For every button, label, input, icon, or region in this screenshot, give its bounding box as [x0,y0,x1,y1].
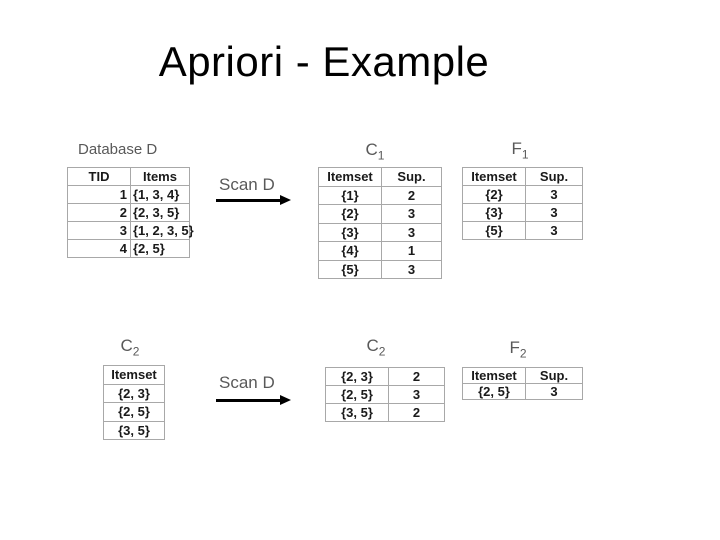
c1-label: C1 [345,140,405,162]
table-cell: 2 [381,185,442,205]
f1-label: F1 [490,139,550,161]
table-cell: {2} [462,185,526,204]
f2-label-subscript: 2 [519,346,527,361]
slide-title: Apriori - Example [158,38,490,85]
table-cell: 2 [67,203,131,222]
table-cell: 2 [388,367,445,386]
table-cell: {5} [318,259,382,279]
table-cell: 1 [67,185,131,204]
table-cell: 3 [525,185,583,204]
table-row: 1{1, 3, 4} [67,185,190,204]
table-row: {2, 3}2 [325,367,445,386]
c2-candidates-label-subscript: 2 [132,344,140,359]
c2-support-label: C2 [346,336,406,358]
scan-d-label-bottom: Scan D [219,373,275,392]
table-row: {2, 5}3 [325,385,445,404]
table-cell: 3 [388,385,445,404]
f2-label-base: F [509,338,520,357]
c1-label-base: C [365,140,378,159]
table-cell: 3 [381,204,442,224]
column-header: Itemset [462,367,526,384]
table-cell: {2, 5} [130,239,190,258]
table-cell: {2, 3} [103,383,165,403]
table-row: {2}3 [318,204,442,224]
table-row: {3}3 [318,222,442,242]
table-cell: {5} [462,221,526,240]
table-cell: 3 [525,221,583,240]
table-cell: 3 [67,221,131,240]
column-header: TID [67,167,131,186]
table-row: 4{2, 5} [67,239,190,258]
f1-label-subscript: 1 [521,147,529,162]
table-row: {2, 5}3 [462,383,583,400]
table-row: {2, 5} [103,402,165,422]
table-cell: 3 [381,222,442,242]
header-row: Itemset [103,365,165,385]
column-header: Sup. [525,167,583,186]
c2-support-label-subscript: 2 [378,344,386,359]
c2-candidates-label-base: C [120,336,133,355]
table-cell: 3 [525,383,583,400]
table-cell: 3 [381,259,442,279]
c2-support-label-base: C [366,336,379,355]
arrow-shaft [216,399,282,402]
table-cell: {3} [318,222,382,242]
table-row: 2{2, 3, 5} [67,203,190,222]
table-row: {3, 5}2 [325,403,445,422]
table-cell: {2, 5} [325,385,389,404]
c2-candidates-table: Itemset{2, 3}{2, 5}{3, 5} [103,365,165,440]
table-cell: {3, 5} [103,420,165,440]
database-d-label: Database D [78,141,158,158]
column-header: Itemset [103,365,165,385]
f1-label-base: F [511,139,522,158]
table-row: {4}1 [318,241,442,261]
arrow-head [280,395,291,405]
table-cell: 2 [388,403,445,422]
c2-support-table: {2, 3}2{2, 5}3{3, 5}2 [325,367,445,422]
table-row: {3, 5} [103,420,165,440]
column-header: Itemset [462,167,526,186]
scan-arrow-bottom-icon [216,395,291,405]
table-row: 3{1, 2, 3, 5} [67,221,194,240]
table-cell: {1, 3, 4} [130,185,190,204]
table-row: {5}3 [318,259,442,279]
column-header: Sup. [525,367,583,384]
table-row: {2, 3} [103,383,165,403]
arrow-shaft [216,199,282,202]
column-header: Items [130,167,190,186]
table-cell: {1, 2, 3, 5} [130,221,194,240]
column-header: Itemset [318,167,382,187]
table-row: {1}2 [318,185,442,205]
scan-d-label-top: Scan D [219,175,275,194]
table-cell: {2, 5} [462,383,526,400]
scan-arrow-top-icon [216,195,291,205]
arrow-head [280,195,291,205]
table-cell: {3} [462,203,526,222]
table-cell: {2} [318,204,382,224]
table-row: {5}3 [462,221,583,240]
c2-candidates-label: C2 [100,336,160,358]
table-row: {3}3 [462,203,583,222]
column-header: Sup. [381,167,442,187]
c1-label-subscript: 1 [377,148,385,163]
table-row: {2}3 [462,185,583,204]
table-cell: {2, 3, 5} [130,203,190,222]
table-cell: 4 [67,239,131,258]
table-cell: {2, 3} [325,367,389,386]
table-cell: {2, 5} [103,402,165,422]
f2-label: F2 [488,338,548,360]
table-cell: 3 [525,203,583,222]
table-cell: {1} [318,185,382,205]
table-cell: {4} [318,241,382,261]
table-cell: {3, 5} [325,403,389,422]
table-cell: 1 [381,241,442,261]
